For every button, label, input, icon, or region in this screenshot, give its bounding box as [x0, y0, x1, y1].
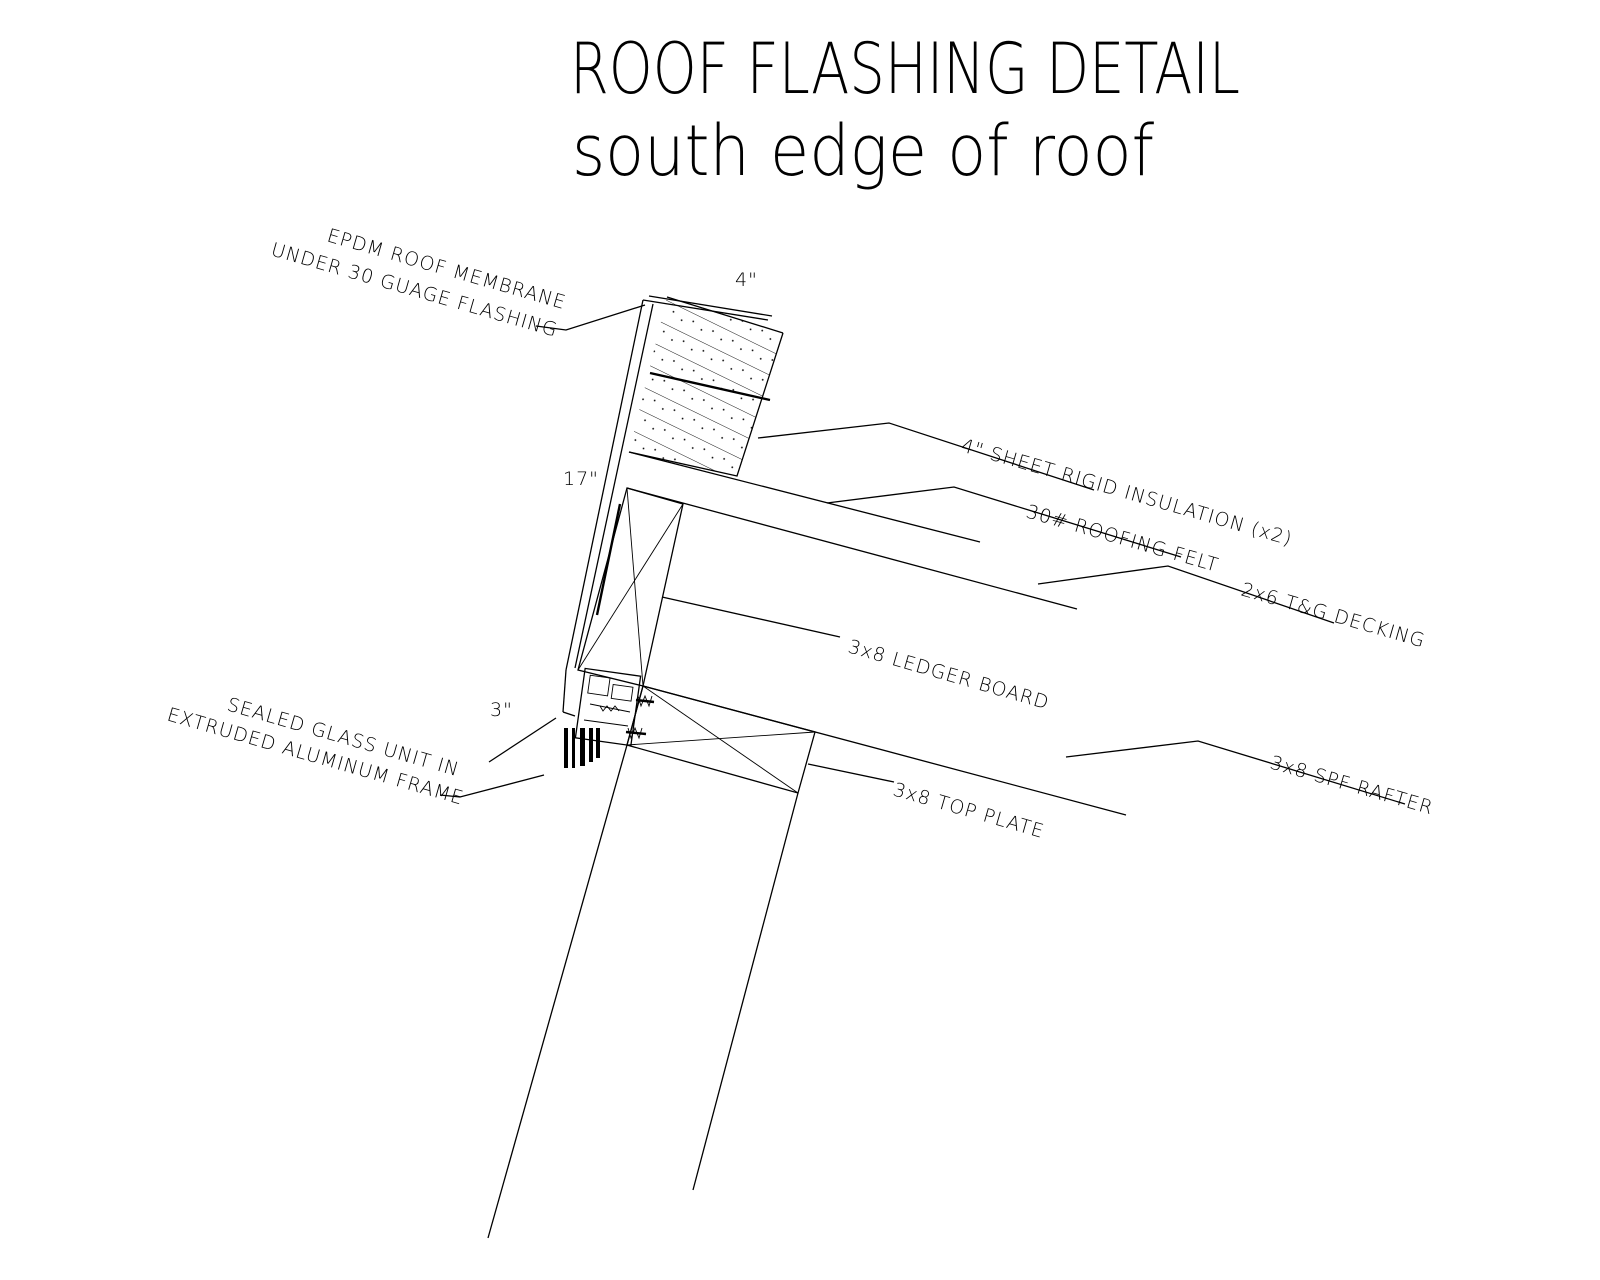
spf-rafter: [626, 685, 1127, 816]
ledger-board-label: 3x8 LEDGER BOARD: [846, 636, 1052, 715]
flashing-edge: [562, 295, 773, 717]
ledger-board: [577, 487, 684, 687]
page-subtitle: south edge of roof: [572, 110, 1154, 192]
tg-decking: [626, 487, 1078, 610]
top-plate-label: 3x8 TOP PLATE: [891, 779, 1047, 843]
glass-frame: [564, 667, 655, 768]
dimension-frame: 3": [490, 699, 513, 721]
page-title: ROOF FLASHING DETAIL: [570, 28, 1240, 110]
insulation-seam: [649, 371, 771, 402]
leader-lines: [439, 304, 1406, 805]
roofing-felt: [628, 451, 981, 543]
decking-label: 2x6 T&G DECKING: [1239, 579, 1428, 653]
wall: [487, 744, 799, 1239]
top-plate: [626, 685, 816, 794]
dimension-top: 4": [735, 269, 758, 291]
rafter-label: 3x8 SPF RAFTER: [1268, 752, 1436, 820]
dimension-fascia: 17": [563, 468, 599, 490]
